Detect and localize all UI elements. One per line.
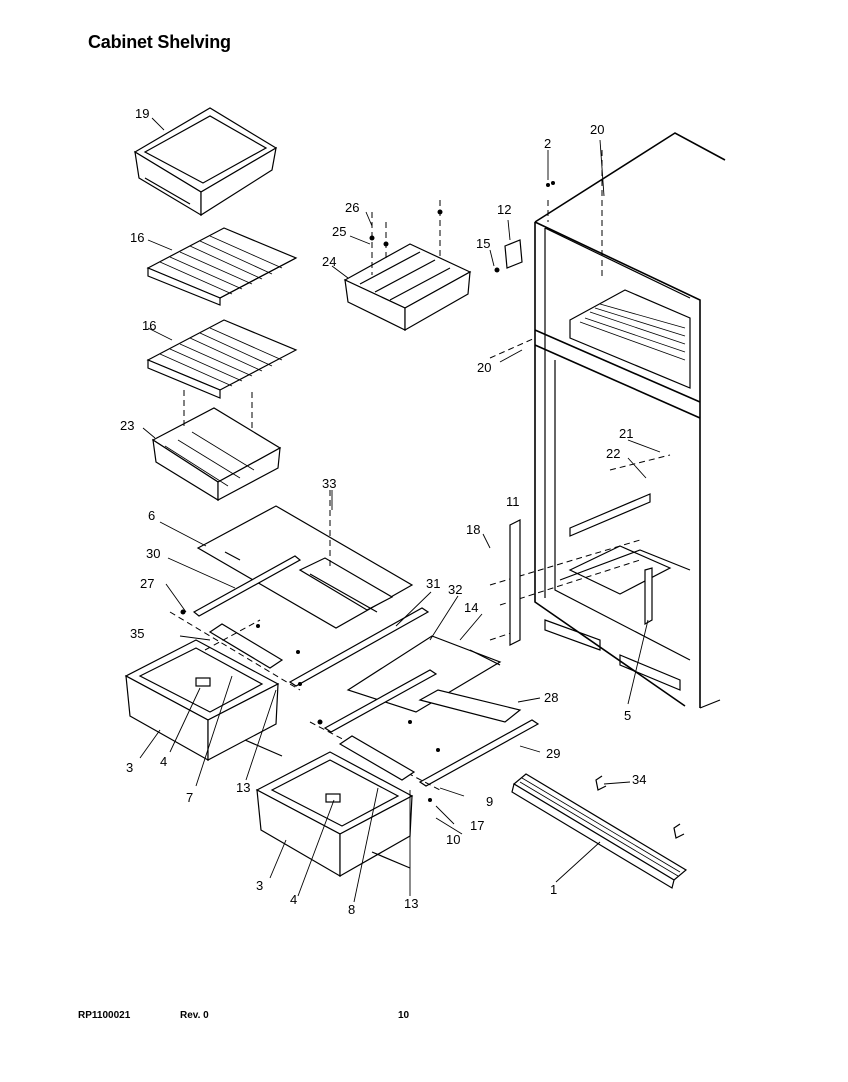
part-3-drawer-upper — [124, 619, 284, 762]
callout-9: 9 — [486, 794, 493, 809]
callout-33: 33 — [322, 476, 336, 491]
callout-28: 28 — [544, 690, 558, 705]
callout-25: 25 — [332, 224, 346, 239]
callout-8: 8 — [348, 902, 355, 917]
part-19-pan — [133, 107, 278, 217]
callout-5: 5 — [624, 708, 631, 723]
part-1-grille — [511, 773, 688, 889]
callout-10: 10 — [446, 832, 460, 847]
callout-12: 12 — [497, 202, 511, 217]
part-30-31-rails — [169, 555, 430, 691]
callout-6: 6 — [148, 508, 155, 523]
callout-labels: 19 16 16 23 26 25 24 2 20 12 15 20 21 22… — [120, 106, 646, 917]
callout-22: 22 — [606, 446, 620, 461]
callout-19: 19 — [135, 106, 149, 121]
part-6-crisper-cover — [196, 490, 414, 629]
part-16-shelf-lower — [146, 319, 298, 399]
callout-4: 4 — [290, 892, 297, 907]
footer-revision: Rev. 0 — [180, 1010, 209, 1021]
callout-32: 32 — [448, 582, 462, 597]
callout-13: 13 — [236, 780, 250, 795]
cabinet-liner — [489, 132, 726, 709]
callout-4: 4 — [160, 754, 167, 769]
part-16-shelf-upper — [146, 227, 298, 306]
callout-17: 17 — [470, 818, 484, 833]
part-32-28-29-rails — [309, 635, 540, 802]
callout-1: 1 — [550, 882, 557, 897]
footer-page-number: 10 — [398, 1010, 410, 1021]
callout-16: 16 — [130, 230, 144, 245]
callout-14: 14 — [464, 600, 478, 615]
callout-20: 20 — [477, 360, 491, 375]
callout-13: 13 — [404, 896, 418, 911]
part-23-basket — [151, 390, 282, 502]
callout-35: 35 — [130, 626, 144, 641]
callout-30: 30 — [146, 546, 160, 561]
part-3-drawer-lower — [255, 735, 416, 878]
callout-16: 16 — [142, 318, 156, 333]
callout-34: 34 — [632, 772, 646, 787]
callout-3: 3 — [126, 760, 133, 775]
callout-31: 31 — [426, 576, 440, 591]
callout-29: 29 — [546, 746, 560, 761]
footer-doc-code: RP1100021 — [78, 1010, 131, 1021]
part-24-bracket — [343, 200, 472, 332]
callout-26: 26 — [345, 200, 359, 215]
callout-7: 7 — [186, 790, 193, 805]
callout-23: 23 — [120, 418, 134, 433]
callout-20: 20 — [590, 122, 604, 137]
callout-27: 27 — [140, 576, 154, 591]
callout-21: 21 — [619, 426, 633, 441]
page-title: Cabinet Shelving — [88, 32, 231, 52]
callout-18: 18 — [466, 522, 480, 537]
callout-2: 2 — [544, 136, 551, 151]
callout-11: 11 — [506, 494, 520, 509]
callout-24: 24 — [322, 254, 336, 269]
callout-15: 15 — [476, 236, 490, 251]
leader-lines — [139, 117, 661, 903]
callout-3: 3 — [256, 878, 263, 893]
